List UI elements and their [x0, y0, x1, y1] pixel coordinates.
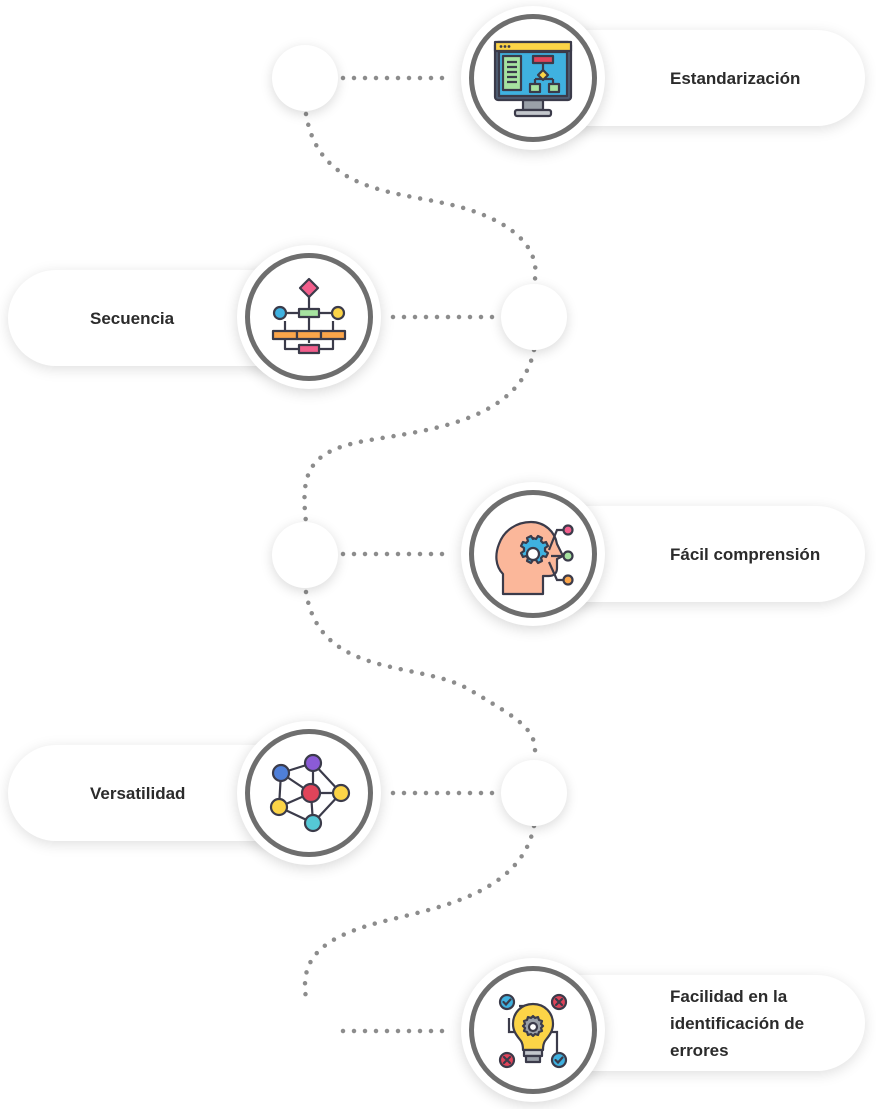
curve-2	[302, 347, 537, 525]
monitor-flowchart-icon	[493, 40, 573, 118]
flowchart-diagram-icon	[271, 277, 347, 355]
curve-3	[303, 589, 538, 763]
timeline-node-1	[272, 45, 338, 111]
badge-sequence	[237, 245, 381, 389]
item-label: Facilidad en la identificación de errore…	[670, 986, 805, 1060]
timeline-node-3	[272, 522, 338, 588]
badge-standardization	[461, 6, 605, 150]
item-label: Versatilidad	[90, 783, 186, 803]
badge-versatility	[237, 721, 381, 865]
badge-easy-understanding	[461, 482, 605, 626]
network-nodes-icon	[269, 753, 351, 833]
curve-4	[302, 823, 537, 1001]
item-label: Fácil comprensión	[670, 544, 821, 564]
lightbulb-check-icon	[498, 993, 568, 1069]
curve-1	[303, 111, 538, 287]
item-label: Estandarización	[670, 68, 801, 88]
head-gear-icon	[495, 520, 574, 596]
timeline-node-4	[501, 760, 567, 826]
timeline-node-2	[501, 284, 567, 350]
badge-error-identification	[461, 958, 605, 1102]
item-label: Secuencia	[90, 308, 175, 328]
